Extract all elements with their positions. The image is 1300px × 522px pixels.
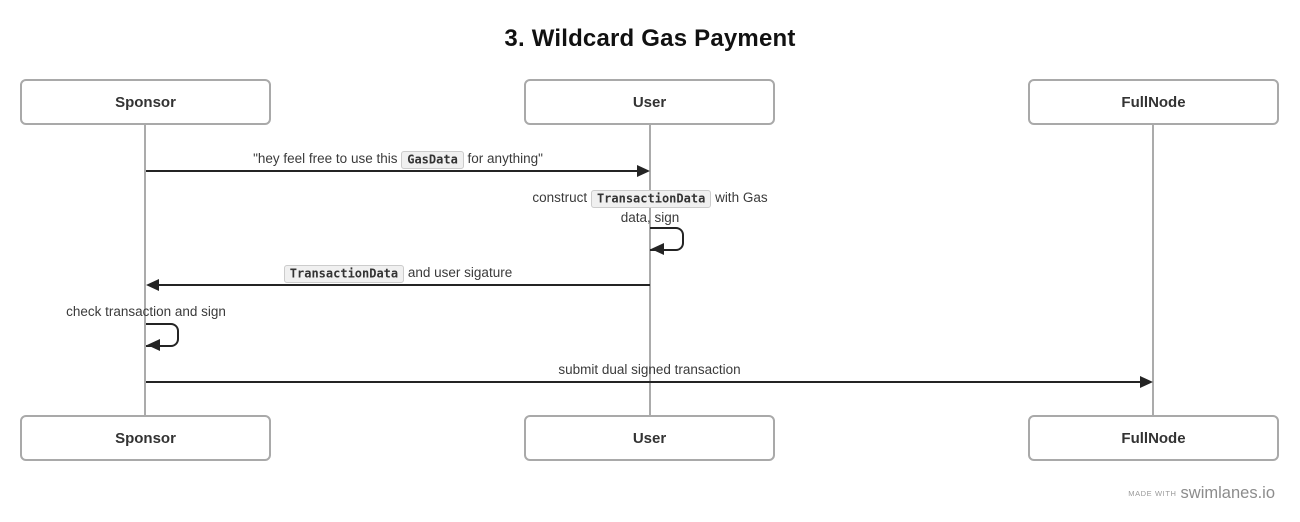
message-2-code-badge: TransactionData [590, 189, 712, 208]
actor-label-fullnode-bottom: FullNode [1121, 429, 1186, 447]
actor-label-fullnode-top: FullNode [1121, 93, 1186, 111]
actor-label-sponsor-top: Sponsor [115, 93, 176, 111]
message-1-text-suffix: for anything" [463, 151, 543, 166]
message-4-arrowhead-left-icon [147, 339, 160, 351]
message-2-text-prefix: construct [532, 190, 591, 205]
message-2-label: construct TransactionData with Gas data,… [450, 188, 850, 227]
actor-box-fullnode-top: FullNode [1028, 79, 1279, 125]
message-1-arrow-line [146, 170, 637, 173]
swimlanes-watermark[interactable]: made withswimlanes.io [1128, 484, 1275, 503]
actor-label-user-bottom: User [632, 429, 667, 447]
message-2-line2: data, sign [620, 210, 680, 225]
message-5-arrowhead-right-icon [1140, 376, 1153, 388]
actor-label-user-top: User [632, 93, 667, 111]
actor-label-sponsor-bottom: Sponsor [115, 429, 176, 447]
actor-box-user-top: User [524, 79, 775, 125]
message-4-label: check transaction and sign [66, 304, 226, 319]
message-5-arrow-line [146, 381, 1140, 384]
message-1-label: "hey feel free to use this GasData for a… [146, 149, 650, 169]
diagram-title: 3. Wildcard Gas Payment [504, 25, 796, 52]
made-with-label: made with [1128, 488, 1177, 498]
message-1-code-badge: GasData [401, 150, 464, 169]
message-1-arrowhead-right-icon [637, 165, 650, 177]
message-1-text-prefix: "hey feel free to use this [253, 151, 402, 166]
lifeline-sponsor [144, 125, 146, 415]
actor-box-fullnode-bottom: FullNode [1028, 415, 1279, 461]
actor-box-sponsor-top: Sponsor [20, 79, 271, 125]
message-3-arrowhead-left-icon [146, 279, 159, 291]
message-3-code-badge: TransactionData [283, 264, 405, 283]
message-3-text-suffix: and user sigature [404, 265, 513, 280]
actor-box-sponsor-bottom: Sponsor [20, 415, 271, 461]
message-2-self-loop [650, 227, 684, 251]
message-4-self-loop [146, 323, 179, 347]
swimlanes-brand-link[interactable]: swimlanes.io [1180, 484, 1275, 502]
lifeline-fullnode [1152, 125, 1154, 415]
lifeline-user [649, 125, 651, 415]
message-2-arrowhead-left-icon [651, 243, 664, 255]
message-3-label: TransactionData and user sigature [146, 263, 650, 283]
message-3-arrow-line [159, 284, 650, 287]
message-2-line1: construct TransactionData with Gas [450, 188, 850, 208]
message-2-text-suffix: with Gas [711, 190, 768, 205]
actor-box-user-bottom: User [524, 415, 775, 461]
message-5-label: submit dual signed transaction [558, 362, 741, 377]
